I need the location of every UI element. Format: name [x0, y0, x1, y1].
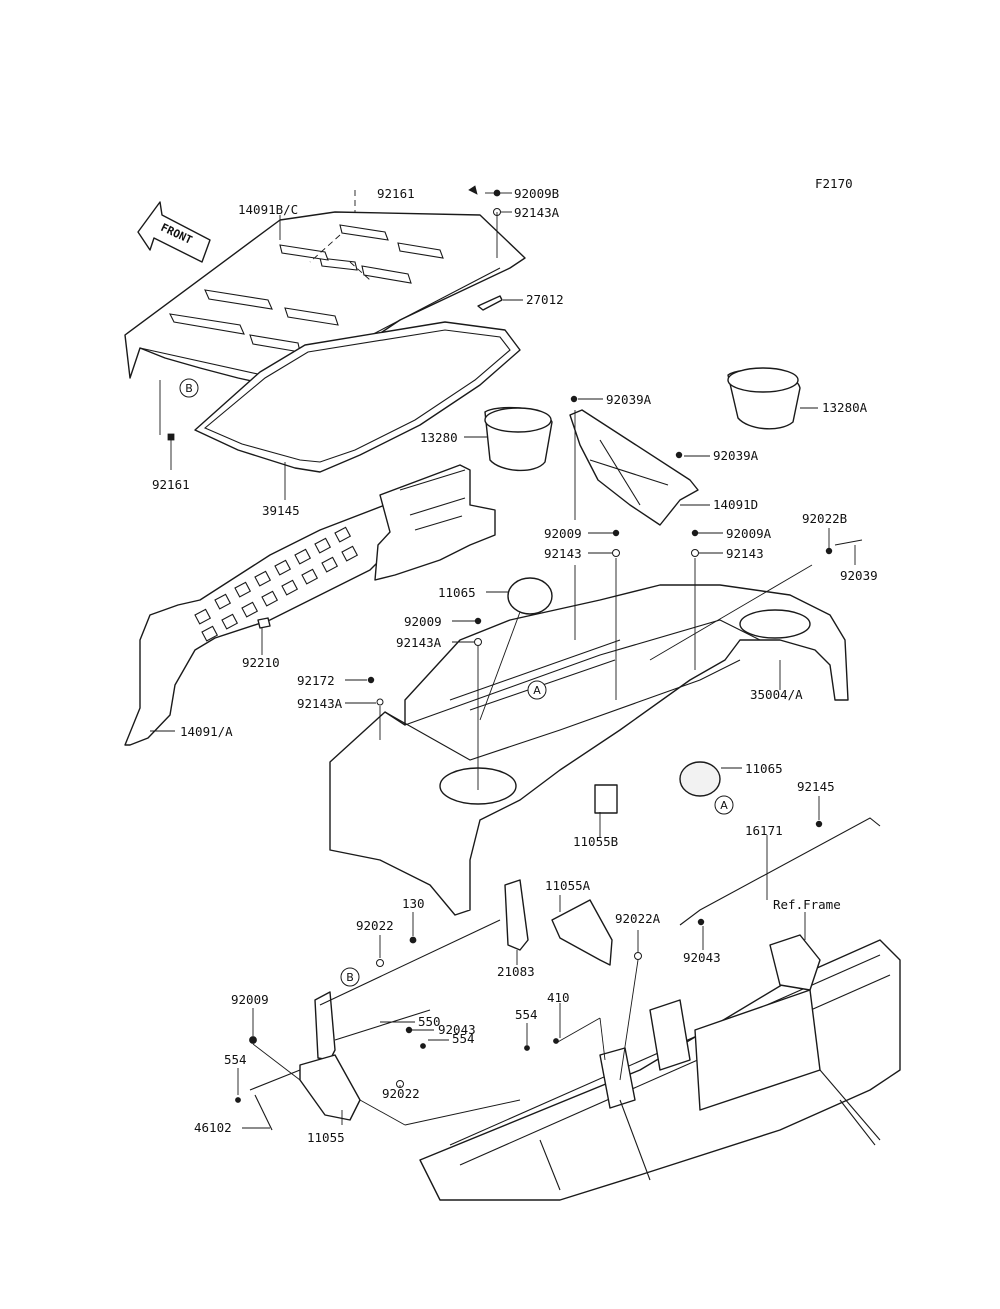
- label-92039a-2: 92039A: [713, 448, 759, 463]
- label-92043-right: 92043: [683, 950, 721, 965]
- label-92009a: 92009A: [726, 526, 772, 541]
- label-13280: 13280: [420, 430, 458, 445]
- reference-frame: [419, 934, 901, 1201]
- label-92143a-low: 92143A: [297, 696, 343, 711]
- label-92161-left: 92161: [152, 477, 190, 492]
- front-grille-panel: [124, 464, 496, 746]
- label-46102: 46102: [194, 1120, 232, 1135]
- label-11055a: 11055A: [545, 878, 591, 893]
- label-410: 410: [547, 990, 570, 1005]
- label-ref-frame: Ref.Frame: [773, 897, 841, 912]
- label-92043-bottom: 92043: [438, 1022, 476, 1037]
- label-13280a: 13280A: [822, 400, 868, 415]
- dash-body: [329, 584, 849, 916]
- leader-lines: [150, 192, 863, 1129]
- lower-brackets: [249, 879, 613, 1131]
- svg-text:A: A: [720, 799, 728, 812]
- label-92210: 92210: [242, 655, 280, 670]
- label-92009b: 92009B: [514, 186, 559, 201]
- bracket-11055b: [594, 784, 618, 814]
- ref-mark-b-bottom: B: [340, 967, 360, 987]
- label-14091bc: 14091B/C: [238, 202, 298, 217]
- svg-text:B: B: [346, 971, 354, 984]
- label-92172: 92172: [297, 673, 335, 688]
- panel-14091d: [569, 409, 699, 526]
- label-14091a: 14091/A: [180, 724, 233, 739]
- label-92022a: 92022A: [615, 911, 661, 926]
- part-labels: 92161 14091B/C 92009B 92143A 27012 92161…: [152, 186, 878, 1145]
- bracket-27012: [477, 295, 503, 311]
- label-92009-bottom: 92009: [231, 992, 269, 1007]
- label-92009-left: 92009: [404, 614, 442, 629]
- svg-text:B: B: [185, 382, 193, 395]
- label-554-mid: 554: [515, 1007, 538, 1022]
- label-11055: 11055: [307, 1130, 345, 1145]
- plug-11065-right: [679, 761, 721, 797]
- label-92143-right: 92143: [726, 546, 764, 561]
- label-21083: 21083: [497, 964, 535, 979]
- label-39145: 39145: [262, 503, 300, 518]
- ref-mark-a-dash: A: [527, 680, 547, 700]
- roof-panel: [124, 190, 526, 406]
- grille-vents: [194, 526, 359, 642]
- label-92161-top: 92161: [377, 186, 415, 201]
- label-35004a: 35004/A: [750, 687, 803, 702]
- cable-16171: [679, 817, 881, 926]
- label-554-left: 554: [224, 1052, 247, 1067]
- ref-mark-a-plug: A: [714, 795, 734, 815]
- cup-holder-13280a: [727, 367, 801, 430]
- label-130: 130: [402, 896, 425, 911]
- label-92039: 92039: [840, 568, 878, 583]
- label-14091d: 14091D: [713, 497, 758, 512]
- cup-holder-13280: [484, 406, 553, 472]
- label-92143-mid: 92143: [544, 546, 582, 561]
- label-16171: 16171: [745, 823, 783, 838]
- label-92022-bottom: 92022: [382, 1086, 420, 1101]
- label-92022b: 92022B: [802, 511, 847, 526]
- ref-mark-b-top: B: [179, 378, 199, 398]
- label-92039a-1: 92039A: [606, 392, 652, 407]
- label-554-right: 554: [452, 1031, 475, 1046]
- label-92145: 92145: [797, 779, 835, 794]
- label-11065-right: 11065: [745, 761, 783, 776]
- label-92143a-top: 92143A: [514, 205, 560, 220]
- plug-11065-top: [507, 577, 553, 615]
- label-92022-top: 92022: [356, 918, 394, 933]
- label-11065-top: 11065: [438, 585, 476, 600]
- label-92009-mid: 92009: [544, 526, 582, 541]
- label-27012: 27012: [526, 292, 564, 307]
- figure-code: F2170: [815, 176, 853, 191]
- label-92143a-left: 92143A: [396, 635, 442, 650]
- label-550: 550: [418, 1014, 441, 1029]
- label-11055b: 11055B: [573, 834, 618, 849]
- roof-seal: [194, 321, 521, 473]
- front-arrow-icon: FRONT: [137, 201, 211, 263]
- hardware: [167, 185, 833, 1103]
- svg-text:A: A: [533, 684, 541, 697]
